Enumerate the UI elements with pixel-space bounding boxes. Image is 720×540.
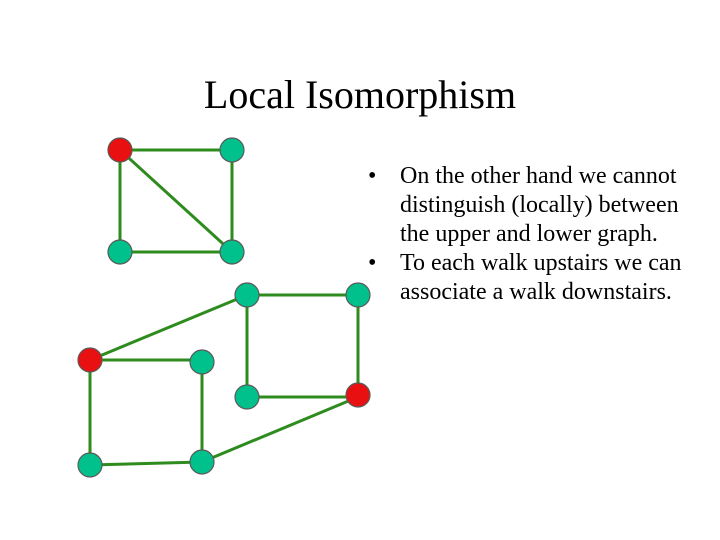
slide-title: Local Isomorphism — [203, 72, 517, 117]
upper-node-top-right — [219, 137, 245, 163]
upper-node-red — [107, 137, 133, 163]
lower-edge-outer-bottom — [89, 460, 203, 467]
lower-node-inner-top-left — [234, 282, 260, 308]
lower-edge-cross-lower — [201, 395, 359, 464]
lower-nodes — [77, 282, 371, 478]
lower-node-outer-red — [77, 347, 103, 373]
bullet-text: To each walk upstairs we can associate a… — [400, 250, 682, 305]
lower-node-inner-top-right — [345, 282, 371, 308]
upper-nodes — [107, 137, 245, 265]
upper-node-bottom-right — [219, 239, 245, 265]
bullet-item: • To each walk upstairs we can associate… — [368, 249, 698, 307]
bullet-text: On the other hand we cannot distinguish … — [400, 163, 679, 247]
bullet-glyph: • — [368, 163, 377, 189]
lower-node-outer-top-right — [189, 349, 215, 375]
upper-node-bottom-left — [107, 239, 133, 265]
lower-node-inner-red — [345, 382, 371, 408]
bullet-item: • On the other hand we cannot distinguis… — [368, 162, 698, 249]
lower-edge-cross-upper — [89, 293, 248, 362]
lower-graph — [88, 293, 360, 467]
bullet-glyph: • — [368, 250, 377, 276]
upper-graph — [118, 148, 234, 254]
upper-edge-diagonal — [118, 148, 234, 254]
lower-node-outer-bottom-left — [77, 452, 103, 478]
lower-node-inner-bottom-left — [234, 384, 260, 410]
bullet-list: • On the other hand we cannot distinguis… — [368, 162, 698, 307]
lower-node-outer-bottom-right — [189, 449, 215, 475]
